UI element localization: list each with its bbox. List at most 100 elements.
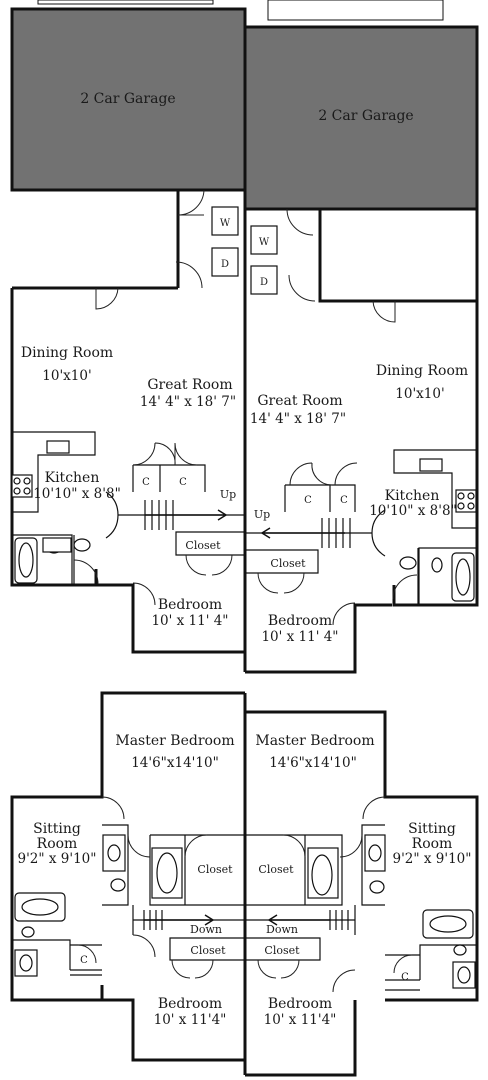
left-kitchen-dim: 10'10" x 8'8"	[33, 486, 121, 502]
left-closet-doors	[132, 442, 198, 466]
right-stove-burner	[467, 492, 475, 500]
second-right-sitting-tub-basin	[429, 915, 467, 933]
left-bath-door	[73, 559, 99, 585]
second-right-bedroom-dim: 10' x 11'4"	[264, 1012, 337, 1028]
second-left-vanity-basin	[107, 844, 121, 862]
second-right-stairs-down-label: Down	[266, 923, 298, 936]
laundry-right-walls	[318, 209, 477, 303]
left-closets	[132, 464, 206, 492]
right-stove-burner	[457, 492, 465, 500]
second-right-sitting-door	[362, 796, 386, 820]
second-left-bath-door	[127, 834, 151, 858]
second-right-bath-walls	[245, 824, 477, 981]
right-bath-door	[392, 574, 418, 600]
second-right-closet-master: Closet	[258, 863, 294, 876]
second-left-sitting-sink	[14, 949, 38, 977]
left-stove-burner	[13, 477, 21, 485]
door-swing-laundry-left	[175, 189, 205, 289]
garage-left	[10, 7, 247, 192]
second-left-stairs-down-label: Down	[190, 923, 222, 936]
washer-right-label: W	[259, 237, 270, 248]
right-stairs-arrow	[260, 527, 345, 539]
second-right-closet-door	[282, 834, 306, 858]
right-bathtub	[451, 552, 475, 602]
right-great-room-name: Great Room	[257, 393, 342, 409]
second-right-c-closet	[385, 954, 420, 991]
second-left-hall-closet-label: Closet	[190, 944, 226, 957]
left-dining-room-name: Dining Room	[21, 345, 113, 361]
second-right-tub-basin	[311, 854, 333, 896]
first-floor: 2 Car Garage 2 Car Garage W D W D C C U	[10, 7, 479, 674]
second-right-shower	[307, 847, 339, 899]
right-closet-doors	[289, 462, 358, 486]
right-unit-outer-wall	[245, 209, 479, 674]
second-right-vanity-basin	[368, 844, 382, 862]
right-toilet	[431, 557, 443, 573]
left-dining-door	[95, 287, 119, 310]
second-left-c-closet-label: C	[80, 955, 88, 966]
roof-strip-right	[267, 0, 444, 21]
right-hall-closet-doors	[257, 572, 305, 594]
washer-left	[211, 206, 239, 236]
right-bedroom-name: Bedroom	[268, 613, 332, 629]
second-left-hall-closet-doors	[171, 959, 214, 979]
second-right-outer-wall	[245, 710, 479, 1077]
left-dining-room-dim: 10'x10'	[42, 368, 91, 384]
garage-left-label: 2 Car Garage	[80, 91, 175, 107]
second-left-vanity	[102, 834, 126, 872]
left-bedroom-name: Bedroom	[158, 597, 222, 613]
left-kitchen-name: Kitchen	[45, 470, 100, 486]
second-left-stairs-arrow	[144, 914, 215, 926]
right-stove-burner	[457, 502, 465, 510]
left-hall-closet-label: Closet	[185, 539, 221, 552]
left-stove	[11, 474, 33, 498]
second-left-closet-door	[184, 834, 208, 858]
roof-strip-left	[37, 0, 214, 5]
left-stairs-arrow	[145, 509, 228, 521]
second-right-sitting-sink	[452, 961, 476, 989]
second-right-hall-closet-doors	[257, 959, 300, 979]
second-right-stairs-arrow	[267, 914, 330, 926]
right-stove-burner	[467, 502, 475, 510]
left-bedroom-door	[132, 582, 156, 606]
garage-right	[243, 25, 479, 211]
right-dining-door	[372, 300, 396, 323]
right-kitchen-dim: 10'10" x 8'8"	[369, 503, 457, 519]
second-left-bedroom-door	[132, 934, 156, 958]
left-hall-closet	[175, 531, 246, 556]
right-closets	[284, 484, 356, 512]
washer-left-label: W	[220, 218, 231, 229]
second-left-master-dim: 14'6"x14'10"	[131, 755, 219, 771]
right-bedroom-dim: 10' x 11' 4"	[261, 629, 338, 645]
second-right-bedroom-door	[332, 969, 356, 993]
garage-right-label: 2 Car Garage	[318, 108, 413, 124]
right-stairs-up-label: Up	[254, 508, 270, 521]
left-stove-burner	[23, 477, 31, 485]
left-unit-outer-wall	[10, 190, 247, 672]
left-bath-sink	[42, 537, 72, 553]
second-left-closet-master: Closet	[197, 863, 233, 876]
dryer-left-label: D	[221, 259, 229, 270]
second-right-vanity	[364, 834, 386, 872]
right-bathtub-basin	[455, 558, 471, 596]
second-left-master-name: Master Bedroom	[115, 733, 234, 749]
second-left-sitting-dim: 9'2" x 9'10"	[18, 851, 97, 867]
right-hall-closet-label: Closet	[270, 557, 306, 570]
left-stove-burner	[13, 487, 21, 495]
laundry-left-walls	[12, 190, 180, 290]
second-left-bedroom-dim: 10' x 11'4"	[154, 1012, 227, 1028]
second-right-c-closet-door	[393, 954, 413, 974]
left-bedroom-dim: 10' x 11' 4"	[151, 613, 228, 629]
second-right-bedroom-name: Bedroom	[268, 996, 332, 1012]
left-hall-closet-doors	[185, 554, 233, 576]
second-right-sitting-sink-basin	[457, 966, 471, 984]
right-bedroom-door	[332, 602, 356, 626]
dryer-right-label: D	[260, 277, 268, 288]
second-left-toilet	[110, 878, 126, 892]
second-right-hall-closet	[245, 937, 321, 961]
door-swing-laundry-right	[286, 208, 316, 302]
right-hall-closet	[245, 549, 319, 574]
second-left-sitting-tub	[14, 892, 66, 922]
second-right-master-dim: 14'6"x14'10"	[269, 755, 357, 771]
